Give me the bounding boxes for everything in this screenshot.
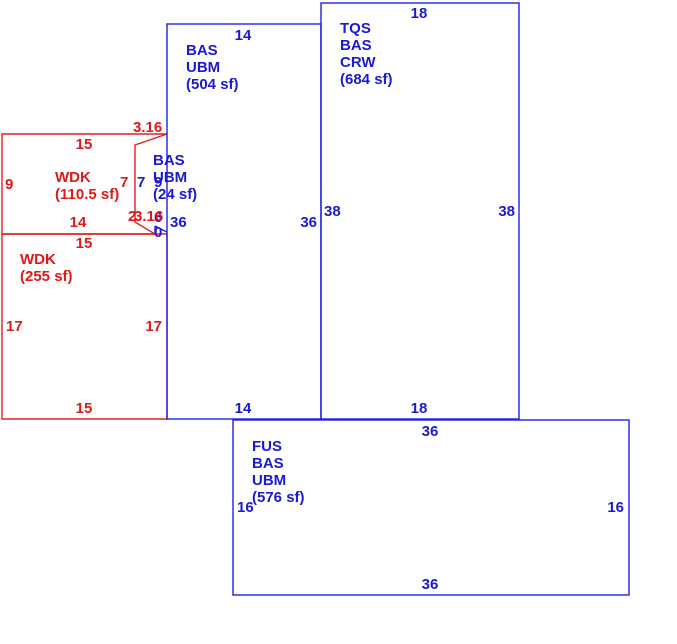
bas-24-outline: [154, 225, 168, 234]
svg-text:WDK: WDK: [20, 251, 56, 268]
svg-text:(24 sf): (24 sf): [153, 186, 197, 203]
dim-fus-right: 16: [607, 499, 624, 516]
svg-text:(255 sf): (255 sf): [20, 268, 73, 285]
svg-text:WDK: WDK: [55, 169, 91, 186]
dim-fus-bottom: 36: [422, 576, 439, 593]
svg-text:(576 sf): (576 sf): [252, 489, 305, 506]
dim-small-d: 6: [154, 209, 162, 226]
dim-bas504-right: 36: [300, 214, 317, 231]
dim-small-a: 7: [137, 174, 145, 191]
dim-wdk110-right: 7: [120, 174, 128, 191]
dim-wdk255-bottom: 15: [76, 400, 93, 417]
tqs-684-outline: [320, 2, 520, 420]
svg-text:FUS: FUS: [252, 438, 282, 455]
dim-bas504-top: 14: [235, 27, 252, 44]
fus-576-label: FUS BAS UBM (576 sf): [252, 438, 305, 506]
svg-text:TQS: TQS: [340, 20, 371, 37]
dim-wdk110-bottom: 14: [70, 214, 87, 231]
dim-fus-top: 36: [422, 423, 439, 440]
dim-wdk110-diag-bottom-a: 2: [128, 208, 136, 225]
svg-text:(110.5 sf): (110.5 sf): [55, 186, 119, 203]
wdk-110-label: WDK (110.5 sf): [55, 169, 119, 203]
dim-bas504-left: 36: [170, 214, 187, 231]
svg-text:BAS: BAS: [186, 42, 218, 59]
svg-text:(684 sf): (684 sf): [340, 71, 393, 88]
tqs-684-label: TQS BAS CRW (684 sf): [340, 20, 393, 88]
dim-small-c: 9: [154, 174, 162, 191]
bas-24-label: BAS UBM (24 sf): [153, 152, 197, 203]
dim-tqs-right: 38: [498, 203, 515, 220]
svg-text:(504 sf): (504 sf): [186, 76, 239, 93]
dim-tqs-left: 38: [324, 203, 341, 220]
dim-tqs-top: 18: [411, 5, 428, 22]
dim-fus-left: 16: [237, 499, 254, 516]
svg-text:BAS: BAS: [153, 152, 185, 169]
bas-504-label: BAS UBM (504 sf): [186, 42, 239, 93]
dim-wdk110-diag-bottom-b: 3.16: [134, 208, 163, 225]
dim-wdk255-top: 15: [76, 235, 93, 252]
svg-text:CRW: CRW: [340, 54, 376, 71]
fus-576-outline: [232, 419, 630, 596]
svg-text:UBM: UBM: [153, 169, 187, 186]
dim-wdk255-left: 17: [6, 318, 23, 335]
dim-small-e: 0: [154, 224, 162, 241]
dim-wdk110-top: 15: [76, 136, 93, 153]
dim-wdk110-diag-top: 3.16: [133, 119, 162, 136]
svg-text:BAS: BAS: [252, 455, 284, 472]
svg-text:UBM: UBM: [186, 59, 220, 76]
dim-wdk255-right: 17: [145, 318, 162, 335]
wdk-255-label: WDK (255 sf): [20, 251, 73, 285]
dim-bas504-bottom: 14: [235, 400, 252, 417]
dim-wdk110-left: 9: [5, 176, 13, 193]
svg-text:UBM: UBM: [252, 472, 286, 489]
svg-text:BAS: BAS: [340, 37, 372, 54]
dim-tqs-bottom: 18: [411, 400, 428, 417]
